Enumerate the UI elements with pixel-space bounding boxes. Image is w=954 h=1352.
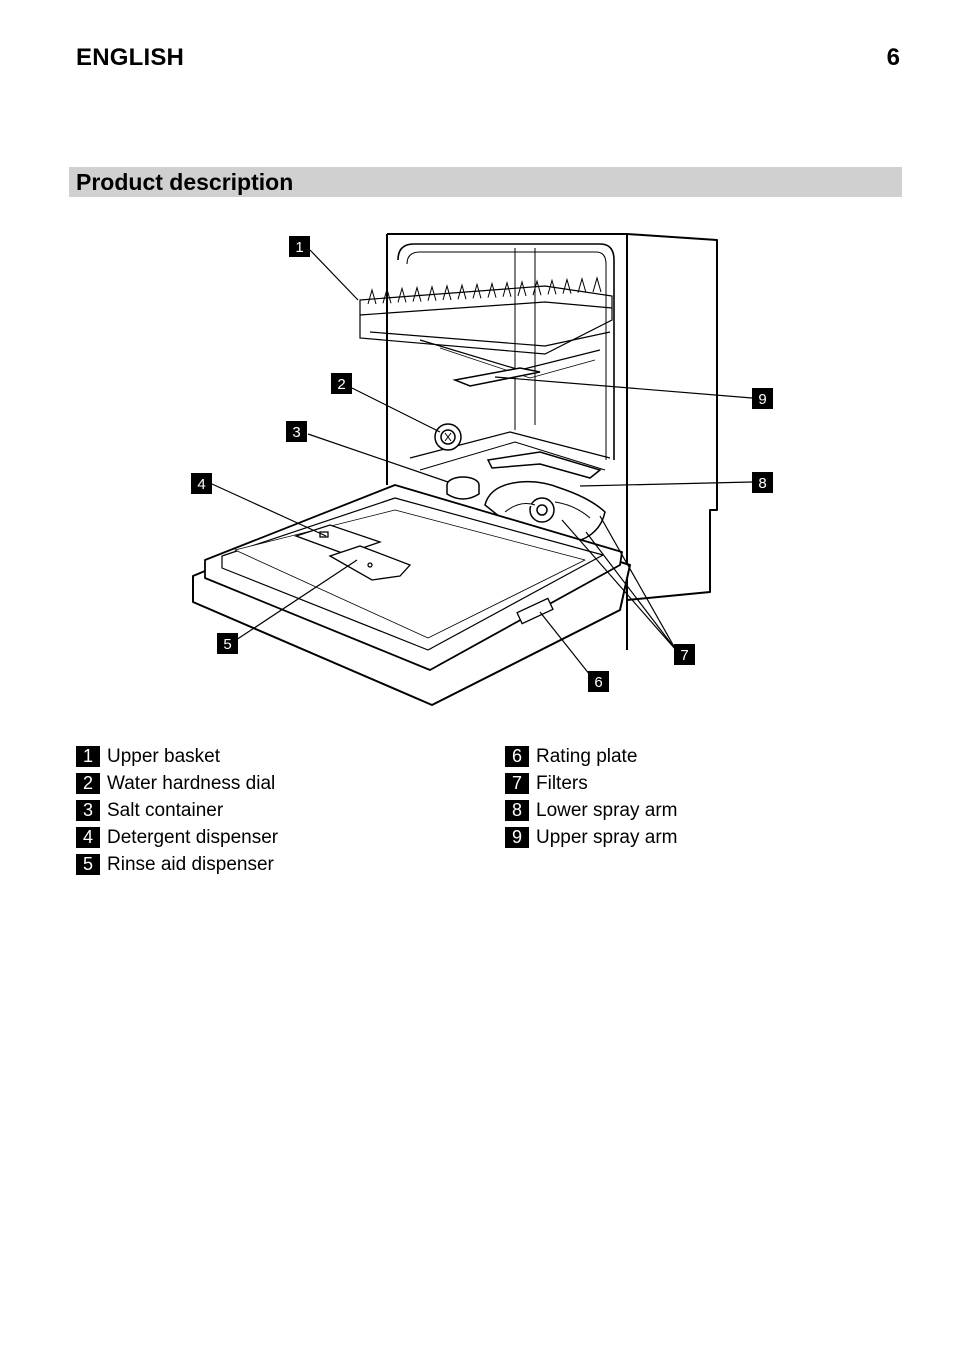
dispenser-panel [294, 524, 412, 581]
basket-tine [577, 276, 587, 293]
tub-inner [397, 243, 615, 460]
basket-tine [502, 280, 512, 297]
basket-tine [532, 279, 542, 296]
legend-label: Upper basket [107, 745, 221, 767]
legend-label: Rating plate [536, 745, 638, 767]
callout-8: 8 [752, 472, 773, 493]
callout-4: 4 [191, 473, 212, 494]
legend-item: 5 Rinse aid dispenser [76, 851, 278, 878]
callout-7: 7 [674, 644, 695, 665]
legend-label: Rinse aid dispenser [107, 853, 274, 875]
legend-left: 1 Upper basket 2 Water hardness dial 3 S… [76, 743, 278, 878]
svg-text:5: 5 [223, 636, 231, 653]
legend-number: 6 [505, 746, 529, 767]
lower-spray-arm [486, 451, 602, 479]
basket-tine [442, 284, 452, 301]
legend-label: Salt container [107, 799, 224, 821]
callout-6: 6 [588, 671, 609, 692]
section-header-bar: Product description [69, 167, 902, 197]
legend-item: 7 Filters [505, 770, 678, 797]
legend-item: 9 Upper spray arm [505, 824, 678, 851]
svg-text:2: 2 [337, 376, 345, 393]
legend-item: 3 Salt container [76, 797, 278, 824]
upper-basket [359, 285, 613, 379]
legend-item: 8 Lower spray arm [505, 797, 678, 824]
callout-1: 1 [289, 236, 310, 257]
legend-item: 1 Upper basket [76, 743, 278, 770]
basket-tine [517, 280, 527, 297]
legend-number: 7 [505, 773, 529, 794]
section-title: Product description [76, 169, 294, 195]
basket-tine [367, 288, 377, 305]
legend-label: Filters [536, 772, 588, 794]
svg-text:6: 6 [594, 674, 602, 691]
leader-lines [211, 249, 753, 676]
callout-9: 9 [752, 388, 773, 409]
basket-tine [457, 283, 467, 300]
basket-tine [382, 287, 392, 304]
svg-text:4: 4 [197, 476, 205, 493]
legend-number: 1 [76, 746, 100, 767]
dishwasher-diagram: 1 2 3 4 5 6 7 8 9 [191, 233, 773, 706]
cabinet-outline [387, 233, 718, 650]
callout-3: 3 [286, 421, 307, 442]
legend-number: 2 [76, 773, 100, 794]
legend-number: 5 [76, 854, 100, 875]
legend-right: 6 Rating plate 7 Filters 8 Lower spray a… [505, 743, 678, 851]
legend-label: Water hardness dial [107, 772, 276, 794]
callout-2: 2 [331, 373, 352, 394]
legend-number: 8 [505, 800, 529, 821]
basket-tine [427, 284, 437, 301]
legend-label: Detergent dispenser [107, 826, 279, 848]
legend-item: 6 Rating plate [505, 743, 678, 770]
svg-text:8: 8 [758, 475, 766, 492]
legend-label: Lower spray arm [536, 799, 678, 821]
water-hardness-dial-shape [434, 423, 462, 451]
basket-tine [412, 285, 422, 302]
callout-5: 5 [217, 633, 238, 654]
basket-tine [397, 286, 407, 303]
svg-text:3: 3 [292, 424, 300, 441]
legend-number: 3 [76, 800, 100, 821]
basket-tine [472, 282, 482, 299]
basket-tine [592, 276, 602, 293]
legend-number: 4 [76, 827, 100, 848]
salt-container-shape [446, 476, 480, 500]
legend-item: 2 Water hardness dial [76, 770, 278, 797]
rating-plate-shape [516, 597, 554, 625]
svg-text:1: 1 [295, 239, 303, 256]
svg-text:9: 9 [758, 391, 766, 408]
header-language: ENGLISH [76, 44, 185, 71]
svg-text:7: 7 [680, 647, 688, 664]
basket-tine [562, 277, 572, 294]
legend-number: 9 [505, 827, 529, 848]
legend-label: Upper spray arm [536, 826, 678, 848]
page-number: 6 [886, 44, 900, 71]
legend-item: 4 Detergent dispenser [76, 824, 278, 851]
basket-tine [487, 281, 497, 298]
basket-tine [547, 278, 557, 295]
